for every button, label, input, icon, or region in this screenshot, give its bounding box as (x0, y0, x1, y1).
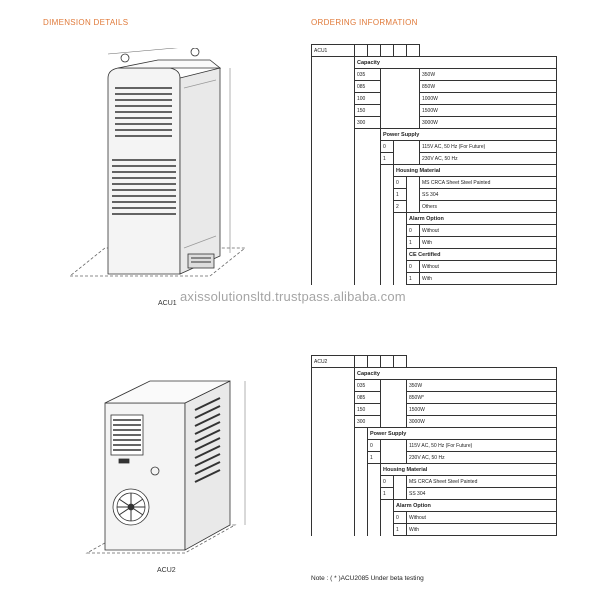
power-label: 230V AC, 50 Hz (406, 451, 557, 464)
alarm-code: 0 (406, 224, 420, 237)
alarm-code: 1 (406, 236, 420, 249)
capacity-label: 850W (419, 80, 557, 93)
power-code: 0 (380, 140, 394, 153)
capacity-code: 085 (354, 391, 381, 404)
housing-label: MS CRCA Sheet Steel Painted (406, 475, 557, 488)
ce-code: 1 (406, 272, 420, 285)
power-label: 115V AC, 50 Hz (For Future) (406, 439, 557, 452)
housing-label: Others (419, 200, 557, 213)
capacity-code: 300 (354, 415, 381, 428)
ce-label: Without (419, 260, 557, 273)
housing-label: SS 304 (419, 188, 557, 201)
ordering-information-heading: ORDERING INFORMATION (311, 18, 418, 27)
ce-label: With (419, 272, 557, 285)
alarm-code: 0 (393, 511, 407, 524)
capacity-code: 085 (354, 80, 381, 93)
beta-testing-note: Note : ( * )ACU2085 Under beta testing (311, 575, 424, 582)
capacity-label: 1500W (419, 104, 557, 117)
acu1-caption: ACU1 (158, 300, 177, 307)
acu2-power-title: Power Supply (367, 427, 557, 440)
acu1-housing-title: Housing Material (393, 164, 557, 177)
alarm-label: Without (419, 224, 557, 237)
housing-code: 2 (393, 200, 407, 213)
acu1-ce-title: CE Certified (406, 248, 557, 261)
housing-label: MS CRCA Sheet Steel Painted (419, 176, 557, 189)
power-label: 230V AC, 50 Hz (419, 152, 557, 165)
power-label: 115V AC, 50 Hz (For Future) (419, 140, 557, 153)
capacity-label: 350W (419, 68, 557, 81)
acu2-alarm-title: Alarm Option (393, 499, 557, 512)
dimension-details-heading: DIMENSION DETAILS (43, 18, 129, 27)
housing-code: 0 (393, 176, 407, 189)
power-code: 0 (367, 439, 381, 452)
capacity-label: 850W* (406, 391, 557, 404)
housing-code: 0 (380, 475, 394, 488)
acu1-capacity-title: Capacity (354, 56, 557, 69)
housing-code: 1 (393, 188, 407, 201)
acu1-alarm-title: Alarm Option (406, 212, 557, 225)
acu1-drawing (68, 48, 247, 277)
capacity-code: 035 (354, 379, 381, 392)
capacity-label: 1000W (419, 92, 557, 105)
acu1-code: ACU1 (311, 44, 355, 57)
power-code: 1 (380, 152, 394, 165)
acu2-code: ACU2 (311, 355, 355, 368)
housing-code: 1 (380, 487, 394, 500)
watermark-text: axissolutionsltd.trustpass.alibaba.com (180, 289, 406, 304)
alarm-code: 1 (393, 523, 407, 536)
acu2-capacity-title: Capacity (354, 367, 557, 380)
acu1-power-title: Power Supply (380, 128, 557, 141)
acu2-drawing (85, 380, 246, 554)
capacity-code: 300 (354, 116, 381, 129)
ce-code: 0 (406, 260, 420, 273)
housing-label: SS 304 (406, 487, 557, 500)
alarm-label: Without (406, 511, 557, 524)
capacity-code: 150 (354, 403, 381, 416)
capacity-label: 1500W (406, 403, 557, 416)
acu2-caption: ACU2 (157, 567, 176, 574)
capacity-label: 350W (406, 379, 557, 392)
power-code: 1 (367, 451, 381, 464)
alarm-label: With (406, 523, 557, 536)
capacity-code: 150 (354, 104, 381, 117)
capacity-label: 3000W (406, 415, 557, 428)
capacity-label: 3000W (419, 116, 557, 129)
alarm-label: With (419, 236, 557, 249)
capacity-code: 035 (354, 68, 381, 81)
acu2-housing-title: Housing Material (380, 463, 557, 476)
capacity-code: 100 (354, 92, 381, 105)
